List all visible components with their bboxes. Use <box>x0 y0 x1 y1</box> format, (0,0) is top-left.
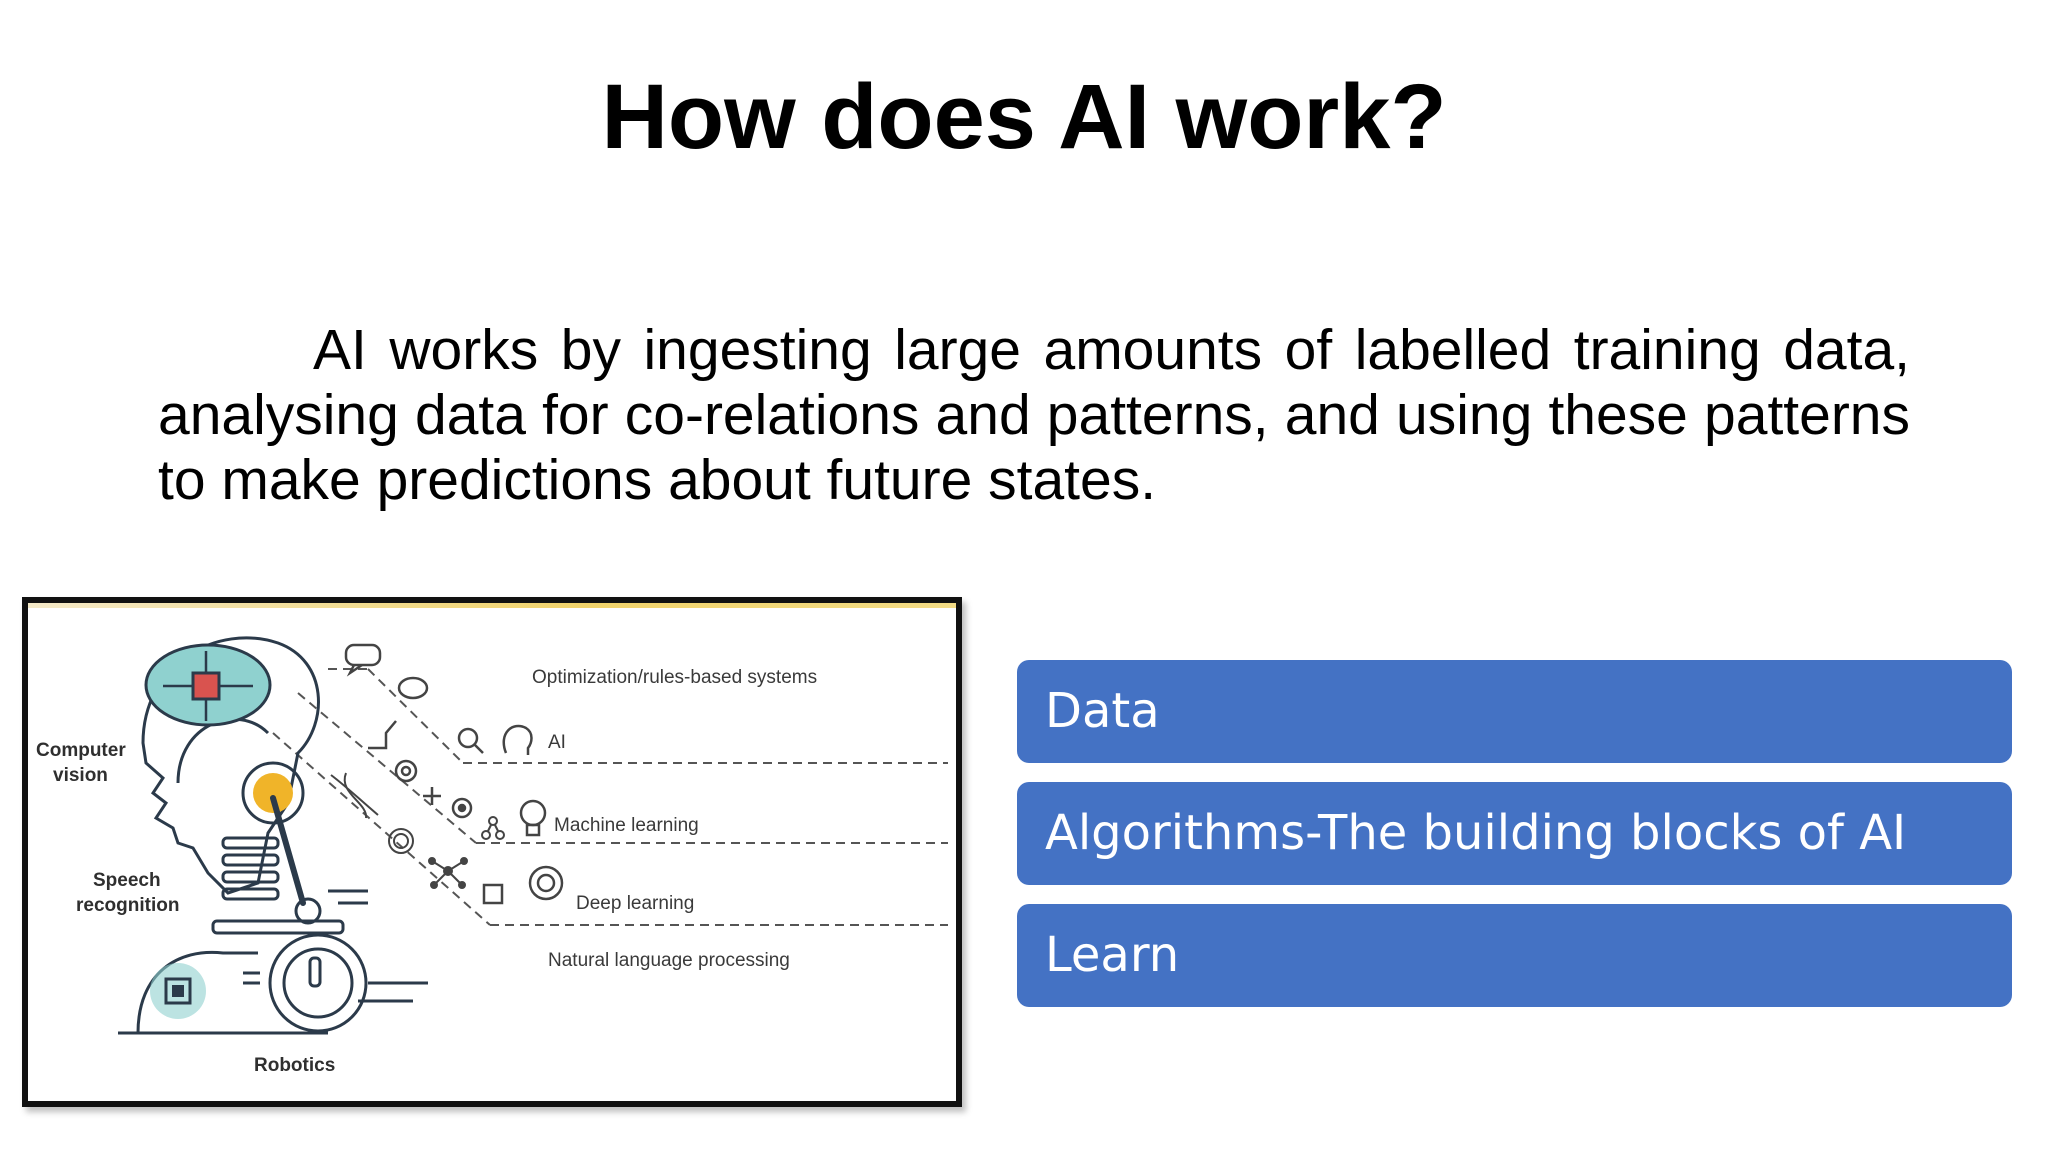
gear-head-icon <box>528 865 564 901</box>
target-icon <box>451 797 473 819</box>
brain-icon <box>397 676 429 700</box>
concept-list: Data Algorithms-The building blocks of A… <box>1017 660 2012 1007</box>
body-stack-icon <box>211 836 368 935</box>
label-machine-learning: Machine learning <box>554 815 699 836</box>
chip-icon <box>482 883 504 905</box>
label-robotics: Robotics <box>254 1055 335 1076</box>
gear-icon <box>394 759 418 783</box>
label-speech-recognition: recognition <box>76 895 179 916</box>
slide-title: How does AI work? <box>601 66 1447 168</box>
robot-chip-icon <box>150 963 206 1019</box>
concept-data: Data <box>1017 660 2012 763</box>
label-computer-vision: Computer <box>36 740 126 761</box>
label-deep-learning: Deep learning <box>576 893 694 914</box>
network-icon <box>481 816 505 840</box>
label-ai: AI <box>548 732 566 753</box>
concept-algorithms: Algorithms-The building blocks of AI <box>1017 782 2012 885</box>
chat-bubble-icon <box>344 643 382 677</box>
label-nlp: Natural language processing <box>548 950 790 971</box>
concept-learn: Learn <box>1017 904 2012 1007</box>
sensor-eye-icon <box>241 761 322 925</box>
body-paragraph: AI works by ingesting large amounts of l… <box>158 318 1910 512</box>
fingerprint-icon <box>388 828 414 854</box>
dna-icon <box>330 772 379 819</box>
robot-body-icon <box>118 933 428 1035</box>
magnifier-icon <box>457 727 484 754</box>
bulb-gear-icon <box>519 799 547 837</box>
head-gear-icon <box>502 724 533 755</box>
robot-arm-icon <box>368 720 397 750</box>
label-speech: Speech <box>93 870 161 891</box>
ai-illustration: Computer vision Speech recognition Robot… <box>22 597 962 1107</box>
dashed-separators <box>272 668 948 926</box>
label-computer-vision-2: vision <box>53 765 108 786</box>
molecule-icon <box>428 857 468 889</box>
brain-circuit-icon <box>144 643 272 727</box>
plus-icon <box>423 787 441 805</box>
label-optimization: Optimization/rules-based systems <box>532 667 817 688</box>
